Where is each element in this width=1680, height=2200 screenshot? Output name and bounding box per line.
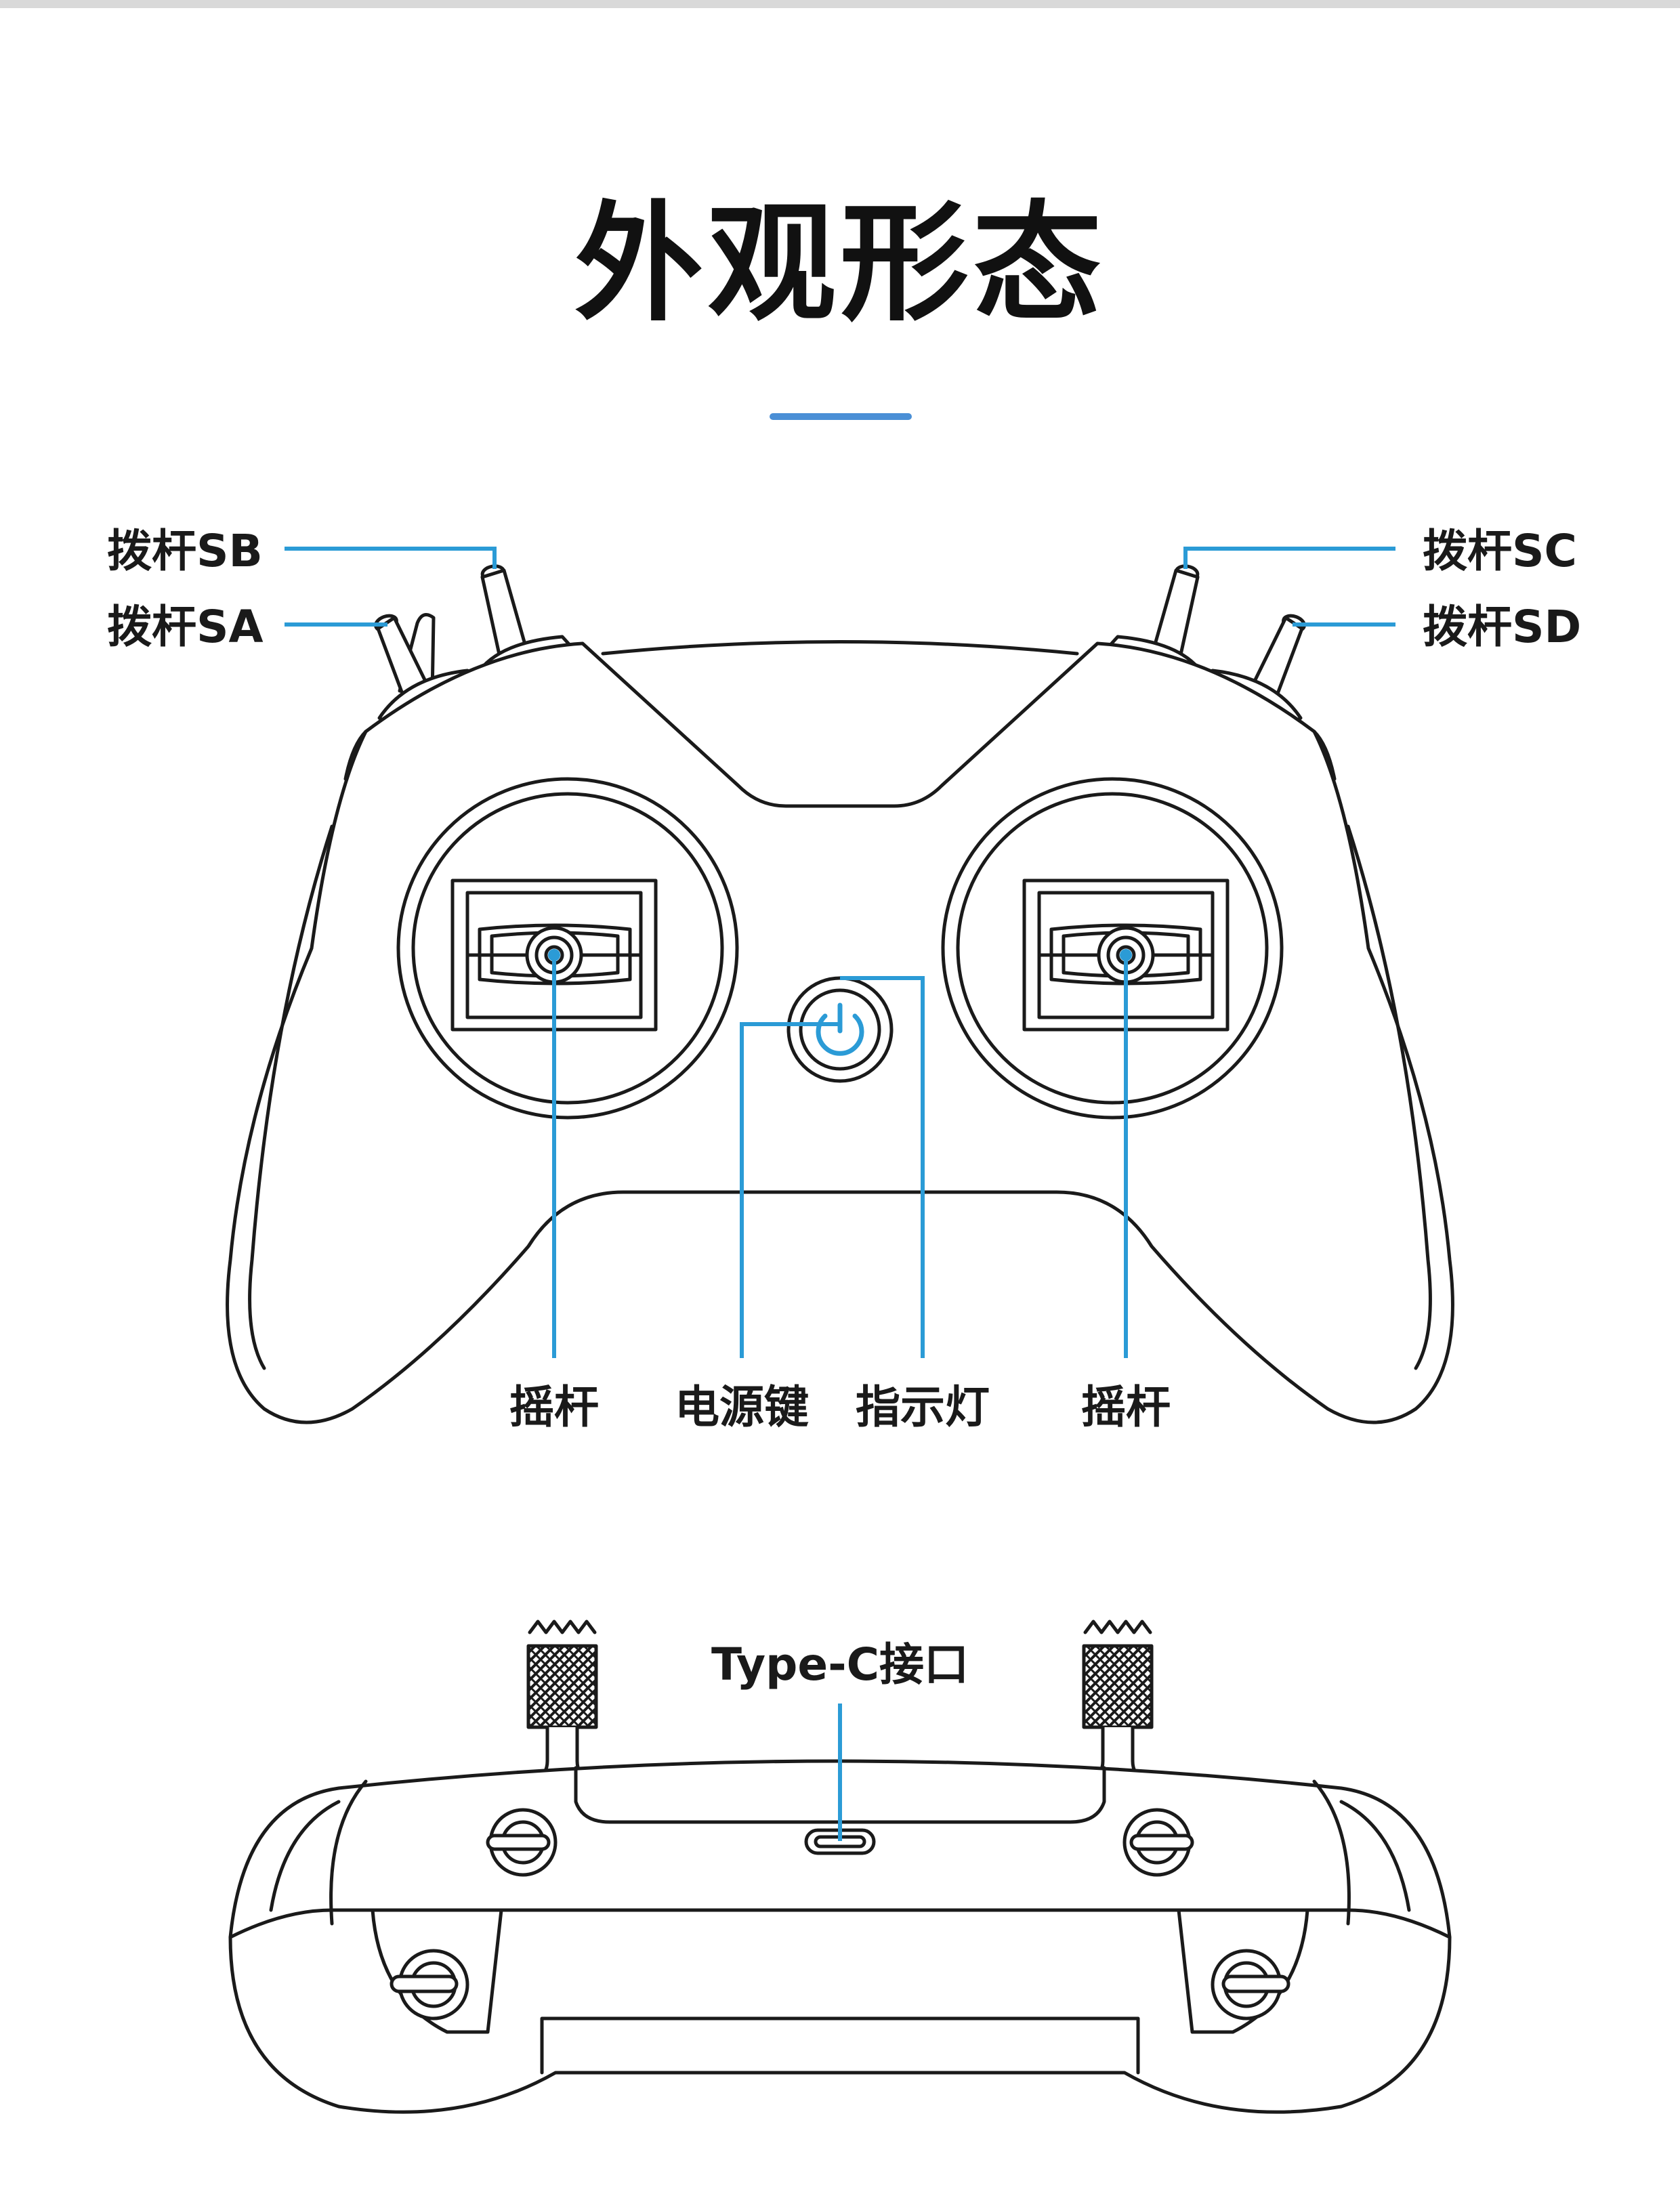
callout-line-sc [1183, 547, 1395, 569]
top-switch-lower-left [390, 1949, 469, 2021]
front-view [226, 564, 1454, 1424]
top-border [0, 0, 1680, 8]
title-underline [770, 413, 912, 420]
top-switch-upper-left [486, 1808, 558, 1877]
label-switch-sa: 拨杆SA [107, 601, 264, 653]
page-title: 外观形态 [574, 189, 1106, 339]
top-stick-left [526, 1620, 598, 1783]
label-indicator: 指示灯 [856, 1381, 990, 1433]
label-type-c: Type-C接口 [711, 1638, 969, 1691]
label-power-key: 电源键 [675, 1381, 809, 1433]
top-switch-upper-right [1122, 1808, 1194, 1877]
top-stick-right [1082, 1620, 1154, 1783]
front-callouts [285, 547, 1395, 1358]
label-switch-sb: 拨杆SB [107, 525, 263, 577]
callout-line-sb [285, 547, 497, 569]
callout-line-power [740, 1022, 840, 1358]
label-right-stick: 摇杆 [1081, 1381, 1171, 1433]
label-left-stick: 摇杆 [509, 1381, 599, 1433]
top-switch-lower-right [1211, 1949, 1290, 2021]
label-switch-sc: 拨杆SC [1423, 525, 1577, 577]
label-switch-sd: 拨杆SD [1423, 601, 1582, 653]
callout-line-indicator [840, 976, 925, 1358]
power-icon [816, 1002, 864, 1056]
top-view [228, 1620, 1452, 2114]
